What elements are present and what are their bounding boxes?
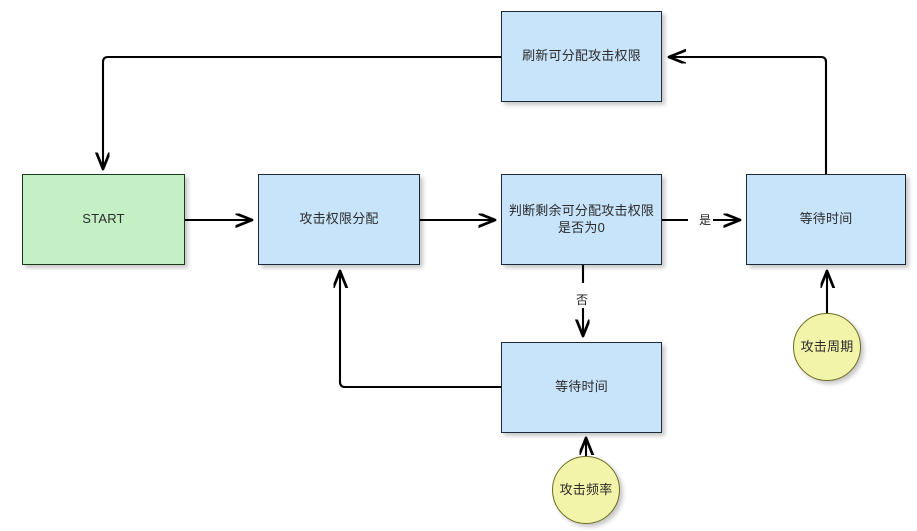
node-wait-time-right[interactable]: 等待时间 (746, 174, 906, 265)
node-label: 等待时间 (555, 379, 608, 395)
node-allocate-attack-permission[interactable]: 攻击权限分配 (258, 174, 420, 265)
node-label: 攻击频率 (559, 481, 613, 497)
node-decide-remaining-permission-zero[interactable]: 判断剩余可分配攻击权限是否为0 (501, 174, 662, 265)
node-attack-frequency[interactable]: 攻击频率 (552, 456, 620, 524)
edge-label-yes: 是 (697, 211, 714, 228)
edge-refresh-to-start (103, 55, 501, 168)
node-start[interactable]: START (22, 174, 185, 265)
node-label: START (82, 211, 125, 227)
node-label: 攻击周期 (800, 338, 854, 354)
node-refresh-permissions[interactable]: 刷新可分配攻击权限 (501, 11, 662, 102)
node-label: 判断剩余可分配攻击权限是否为0 (508, 203, 655, 235)
node-label: 攻击权限分配 (299, 211, 379, 227)
edge-wait-bottom-to-allocate (340, 272, 501, 389)
node-attack-cycle[interactable]: 攻击周期 (793, 313, 861, 381)
node-wait-time-bottom[interactable]: 等待时间 (501, 342, 662, 433)
node-label: 等待时间 (799, 211, 853, 227)
edge-wait-right-to-refresh (670, 57, 828, 174)
node-label: 刷新可分配攻击权限 (522, 48, 641, 64)
edge-label-no: 否 (574, 291, 591, 308)
